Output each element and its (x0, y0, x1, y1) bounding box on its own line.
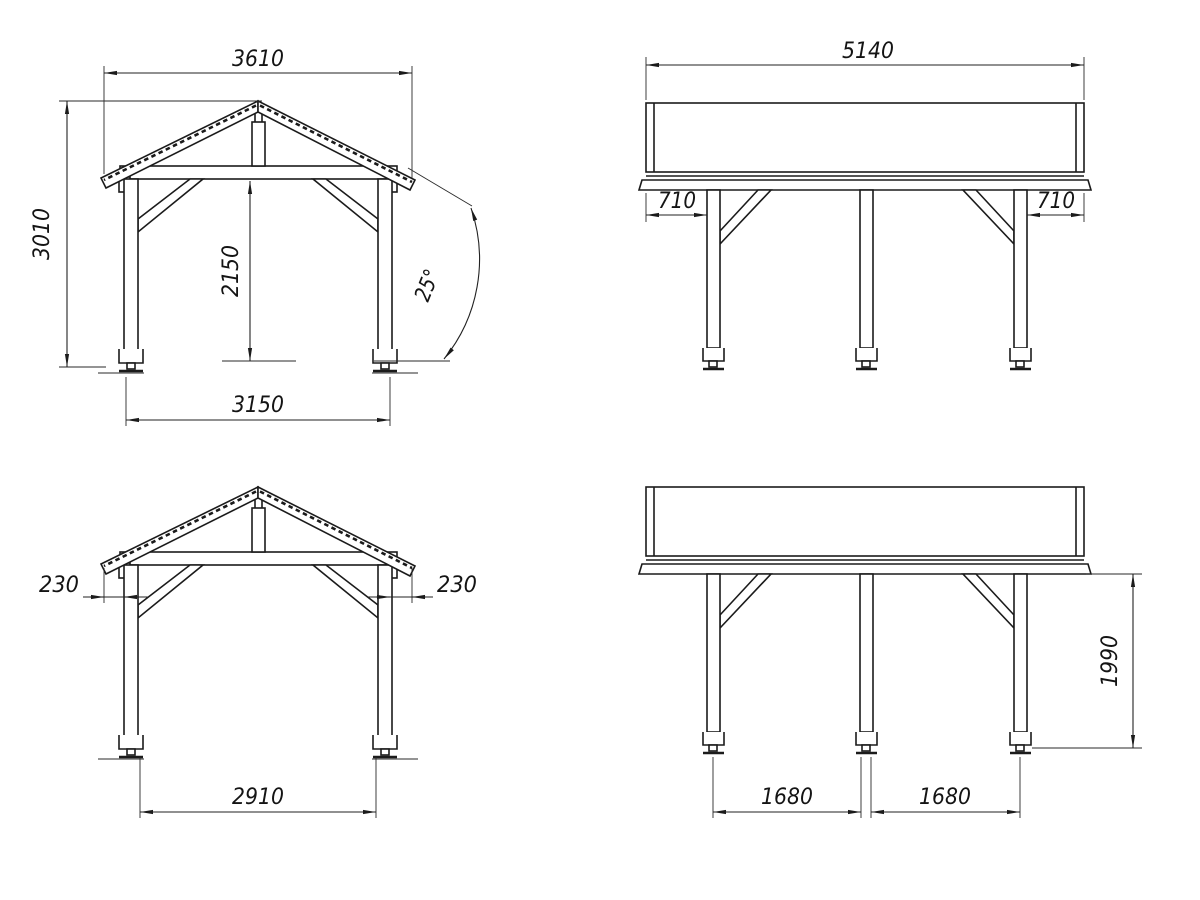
dim-label-1680-left: 1680 (761, 785, 813, 810)
dim-eave-overhang-right: 230 (368, 568, 477, 603)
side-structure-top (637, 101, 1093, 371)
dim-clear-span: 2910 (139, 757, 377, 818)
side-structure-bottom (637, 485, 1093, 755)
view-front-top: 3610 3010 2150 25° 3150 (30, 47, 481, 426)
dim-label-3010: 3010 (30, 208, 55, 260)
dim-overall-height: 3010 (30, 100, 262, 368)
dim-overhang-left: 710 (645, 189, 708, 222)
dim-roof-width: 3610 (103, 47, 413, 178)
dim-clearance-height: 2150 (219, 180, 296, 362)
front-structure-bottom (96, 485, 420, 761)
view-side-bottom: 1990 1680 1680 (637, 485, 1142, 818)
front-structure-top (96, 99, 420, 375)
dim-label-3610: 3610 (232, 47, 284, 72)
view-side-top: 5140 710 710 (637, 39, 1093, 371)
dim-label-1990: 1990 (1098, 635, 1123, 687)
dim-label-2150: 2150 (219, 245, 244, 297)
dim-eave-overhang-left: 230 (39, 568, 148, 603)
dim-label-230-left: 230 (39, 573, 79, 598)
dim-label-710-right: 710 (1037, 189, 1075, 214)
dim-label-1680-right: 1680 (919, 785, 971, 810)
dim-label-2910: 2910 (232, 785, 284, 810)
dim-post-span: 3150 (125, 377, 391, 426)
dim-label-3150: 3150 (232, 393, 284, 418)
dim-post-height: 1990 (1032, 573, 1142, 749)
dim-overhang-right: 710 (1026, 189, 1085, 222)
dim-bay-spacing-2: 1680 (870, 757, 1021, 818)
dim-label-5140: 5140 (842, 39, 894, 64)
dim-label-710-left: 710 (658, 189, 696, 214)
dim-bay-spacing-1: 1680 (712, 757, 862, 818)
dim-roof-length: 5140 (645, 39, 1085, 100)
view-front-bottom: 230 230 2910 (39, 485, 477, 818)
dim-label-25deg: 25° (410, 266, 445, 305)
dim-label-230-right: 230 (437, 573, 477, 598)
